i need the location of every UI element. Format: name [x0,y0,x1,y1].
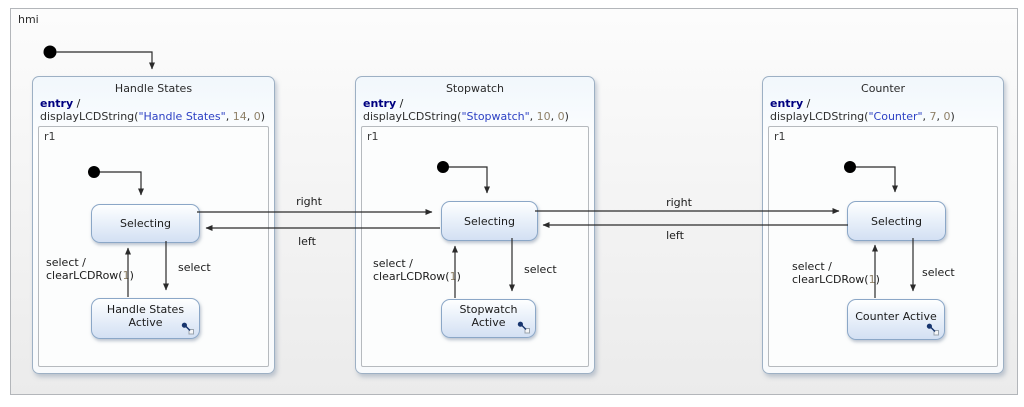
region-label: r1 [774,130,786,143]
entry-num-arg: 0 [943,110,951,123]
entry-sep: , [922,110,930,123]
transition-label-left[interactable]: left [666,229,684,242]
entry-string-arg: "Handle States" [138,110,226,123]
entry-close: ) [950,110,955,123]
entry-num-arg: 0 [557,110,565,123]
entry-fn: displayLCDString( [770,110,869,123]
state-label: Selecting [464,214,515,228]
entry-action-keyword-line: entry / [770,97,810,110]
action-close: ) [456,270,461,283]
entry-fn: displayLCDString( [363,110,462,123]
composite-state-counter[interactable]: Counter entry / displayLCDString("Counte… [762,76,1004,374]
action-arg: 1 [122,269,130,282]
composite-substate-icon [181,322,194,335]
state-label: Counter Active [855,310,937,323]
entry-op: / [396,97,404,110]
state-counter-active[interactable]: Counter Active [847,299,945,340]
transition-action: clearLCDRow(1) [46,269,134,282]
state-title: Counter [861,82,905,95]
transition-label-select[interactable]: select [524,263,557,276]
entry-sep: , [550,110,558,123]
state-handle-states-active[interactable]: Handle States Active [91,298,200,339]
transition-action: clearLCDRow(1) [792,273,880,286]
transition-label-select-clearlcdrow[interactable]: select / clearLCDRow(1) [373,257,461,283]
entry-close: ) [564,110,569,123]
entry-keyword: entry [40,97,74,110]
entry-close: ) [260,110,266,123]
entry-keyword: entry [363,97,397,110]
action-fn: clearLCDRow( [373,270,450,283]
region-label: r1 [367,130,379,143]
entry-string-arg: "Stopwatch" [461,110,530,123]
entry-sep: , [246,110,254,123]
entry-fn: displayLCDString( [40,110,139,123]
action-close: ) [129,269,134,282]
transition-label-right[interactable]: right [666,196,692,209]
state-selecting[interactable]: Selecting [847,201,946,241]
transition-label-right[interactable]: right [296,195,322,208]
action-arg: 1 [449,270,457,283]
composite-state-stopwatch[interactable]: Stopwatch entry / displayLCDString("Stop… [355,76,595,374]
state-label: Selecting [120,217,171,230]
transition-action: clearLCDRow(1) [373,270,461,283]
entry-action-keyword-line: entry / [363,97,403,110]
transition-trigger: select / [46,256,86,269]
entry-op: / [803,97,811,110]
entry-action-call-line: displayLCDString("Stopwatch", 10, 0) [363,110,569,123]
entry-num-arg: 14 [232,110,247,123]
action-close: ) [875,273,880,286]
transition-trigger: select / [373,257,413,270]
transition-label-select[interactable]: select [178,261,211,274]
transition-label-left[interactable]: left [298,235,316,248]
entry-action-keyword-line: entry / [40,97,80,110]
entry-sep: , [936,110,944,123]
entry-num-arg: 7 [929,110,937,123]
region-label: r1 [44,130,56,143]
state-selecting[interactable]: Selecting [441,201,538,241]
entry-action-call-line: displayLCDString("Counter", 7, 0) [770,110,955,123]
composite-state-handle-states[interactable]: Handle States entry / displayLCDString("… [32,76,275,374]
transition-label-select-clearlcdrow[interactable]: select / clearLCDRow(1) [46,256,134,282]
entry-sep: , [529,110,537,123]
action-fn: clearLCDRow( [46,269,123,282]
state-label: Stopwatch Active [459,302,518,329]
entry-op: / [73,97,81,110]
statechart-name: hmi [18,13,39,26]
entry-string-arg: "Counter" [868,110,923,123]
state-title: Handle States [114,82,193,95]
entry-num-arg: 10 [536,110,551,123]
transition-trigger: select / [792,260,832,273]
composite-substate-icon [926,323,939,336]
state-title: Stopwatch [445,82,505,95]
transition-label-select[interactable]: select [922,266,955,279]
action-arg: 1 [868,273,876,286]
state-label: Handle States Active [106,302,185,329]
transition-label-select-clearlcdrow[interactable]: select / clearLCDRow(1) [792,260,880,286]
composite-substate-icon [517,321,530,334]
state-stopwatch-active[interactable]: Stopwatch Active [441,299,536,338]
entry-num-arg: 0 [253,110,261,123]
action-fn: clearLCDRow( [792,273,869,286]
state-selecting[interactable]: Selecting [91,204,200,243]
entry-keyword: entry [770,97,804,110]
state-label: Selecting [871,214,922,228]
entry-action-call-line: displayLCDString("Handle States", 14, 0) [40,110,265,123]
entry-sep: , [225,110,233,123]
